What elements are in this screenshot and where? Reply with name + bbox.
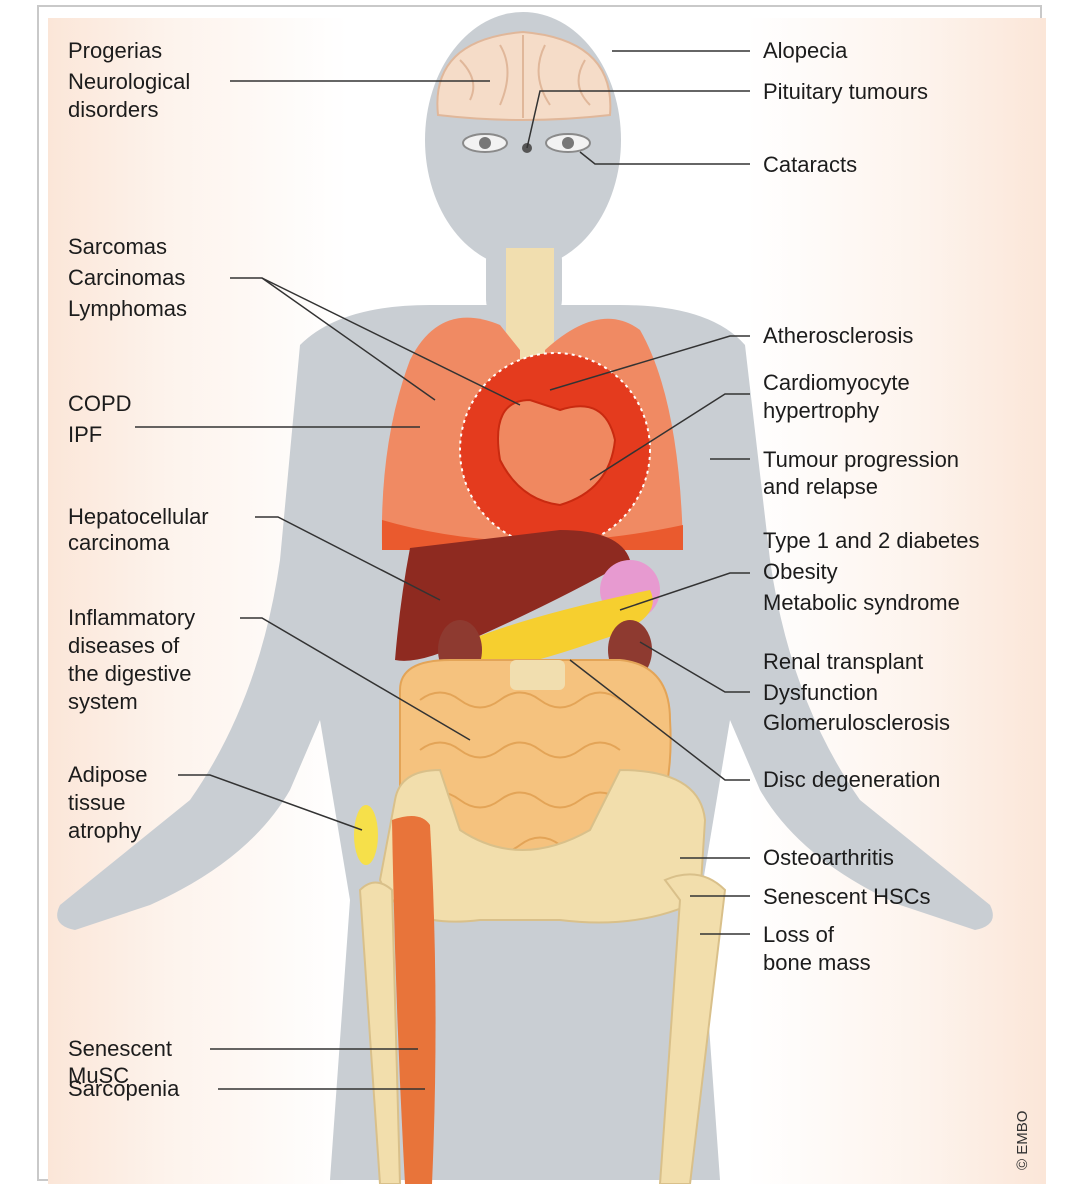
label-adipose-line2: tissue: [68, 789, 125, 817]
label-dysfunction: Dysfunction: [763, 679, 878, 707]
label-sarcopenia: Sarcopenia: [68, 1075, 179, 1103]
label-inflammatory-line1: Inflammatory: [68, 604, 195, 632]
label-disc: Disc degeneration: [763, 766, 940, 794]
copyright-notice: © EMBO: [1014, 1111, 1031, 1170]
label-obesity: Obesity: [763, 558, 838, 586]
label-neurological-line2: disorders: [68, 96, 158, 124]
vertebra: [510, 660, 565, 690]
label-inflammatory-line2: diseases of: [68, 632, 179, 660]
label-metabolic: Metabolic syndrome: [763, 589, 960, 617]
label-carcinomas: Carcinomas: [68, 264, 185, 292]
label-atherosclerosis: Atherosclerosis: [763, 322, 913, 350]
label-osteoarthritis: Osteoarthritis: [763, 844, 894, 872]
label-ipf: IPF: [68, 421, 102, 449]
label-pituitary: Pituitary tumours: [763, 78, 928, 106]
label-inflammatory-line3: the digestive: [68, 660, 192, 688]
label-diabetes: Type 1 and 2 diabetes: [763, 527, 980, 555]
label-cardiomyocyte-line1: Cardiomyocyte: [763, 369, 910, 397]
label-tumour-line2: and relapse: [763, 473, 878, 501]
label-bone-line1: Loss of: [763, 921, 834, 949]
label-tumour-line1: Tumour progression: [763, 446, 959, 474]
label-cataracts: Cataracts: [763, 151, 857, 179]
label-hscs: Senescent HSCs: [763, 883, 931, 911]
label-hepatocellular-line1: Hepatocellular: [68, 503, 209, 531]
label-cardiomyocyte-line2: hypertrophy: [763, 397, 879, 425]
label-senescent-musc-line1: Senescent: [68, 1035, 172, 1063]
label-bone-line2: bone mass: [763, 949, 871, 977]
label-progerias: Progerias: [68, 37, 162, 65]
label-inflammatory-line4: system: [68, 688, 138, 716]
label-alopecia: Alopecia: [763, 37, 847, 65]
label-renal: Renal transplant: [763, 648, 923, 676]
adipose-tissue: [354, 805, 378, 865]
label-neurological-line1: Neurological: [68, 68, 190, 96]
label-copd: COPD: [68, 390, 132, 418]
label-glomerulosclerosis: Glomerulosclerosis: [763, 709, 950, 737]
label-hepatocellular-line2: carcinoma: [68, 529, 169, 557]
label-lymphomas: Lymphomas: [68, 295, 187, 323]
label-adipose-line3: atrophy: [68, 817, 141, 845]
label-adipose-line1: Adipose: [68, 761, 148, 789]
label-sarcomas: Sarcomas: [68, 233, 167, 261]
